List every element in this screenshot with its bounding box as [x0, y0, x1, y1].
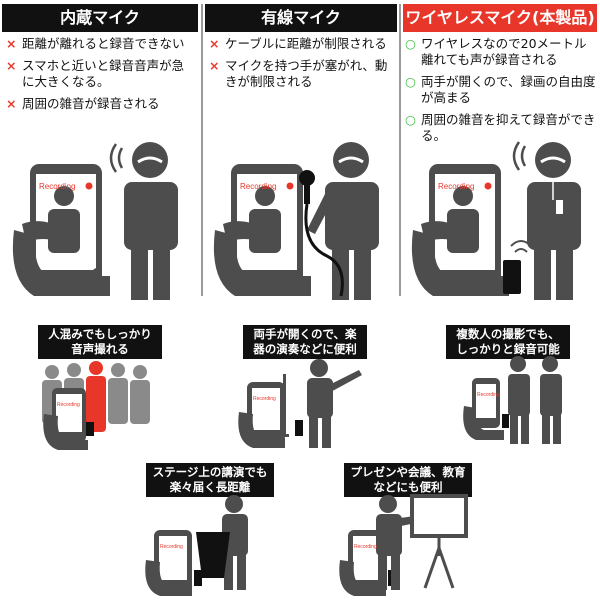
- cross-icon: ×: [6, 96, 17, 111]
- svg-text:Recording: Recording: [39, 182, 75, 191]
- column-header: 有線マイク: [205, 4, 397, 32]
- recording-label: Recording: [253, 396, 276, 402]
- presentation-scene-illustration: Recording: [339, 494, 468, 596]
- instrument-scene-illustration: Recording: [238, 359, 362, 448]
- recording-label: Recording: [57, 402, 80, 408]
- bullet-item: ×スマホと近いと録音音声が急に大きくなる。: [6, 58, 185, 89]
- column-divider: [201, 4, 203, 296]
- bullet-list: ×ケーブルに距離が制限される ×マイクを持つ手が塞がれ、動きが制限される: [209, 36, 397, 96]
- cross-icon: ×: [6, 36, 17, 51]
- recording-label: Recording: [160, 544, 183, 550]
- column-builtin-mic: 内蔵マイク ×距離が離れると録音できない ×スマホと近いと録音音声が急に大きくな…: [0, 0, 200, 300]
- bullet-item: ×ケーブルに距離が制限される: [209, 36, 387, 51]
- cross-icon: ×: [209, 36, 220, 51]
- multiple-people-scene-illustration: Recording: [463, 356, 562, 444]
- bullet-item: ○周囲の雑音を抑えて録音ができる。: [405, 112, 596, 143]
- recording-label: Recording: [240, 182, 294, 191]
- scene-caption: 人混みでもしっかり音声撮れる: [38, 325, 162, 359]
- stage-lecture-scene-illustration: Recording: [145, 495, 248, 596]
- circle-check-icon: ○: [405, 112, 416, 127]
- builtin-mic-illustration: Recording: [12, 142, 178, 300]
- bullet-item: ×距離が離れると録音できない: [6, 36, 185, 51]
- wireless-mic-illustration: Recording: [411, 141, 581, 300]
- scene-caption: 複数人の撮影でも、しっかりと録音可能: [446, 325, 570, 359]
- wired-mic-illustration: Recording: [213, 142, 379, 300]
- circle-check-icon: ○: [405, 36, 416, 51]
- scene-caption: ステージ上の講演でも楽々届く長距離: [146, 463, 274, 497]
- crowd-scene-illustration: Recording: [42, 361, 150, 450]
- bullet-item: ×マイクを持つ手が塞がれ、動きが制限される: [209, 58, 388, 89]
- column-wireless-mic: ワイヤレスマイク(本製品) ○ワイヤレスなので20メートル離れても声が録音される…: [401, 0, 600, 300]
- column-header: 内蔵マイク: [2, 4, 198, 32]
- recording-label: Recording: [438, 182, 492, 191]
- bullet-list: ○ワイヤレスなので20メートル離れても声が録音される ○両手が開くので、録画の自…: [405, 36, 598, 150]
- scene-caption: プレゼンや会議、教育などにも便利: [344, 463, 472, 497]
- recording-label: Recording: [39, 182, 93, 191]
- cross-icon: ×: [209, 58, 220, 73]
- bullet-item: ○ワイヤレスなので20メートル離れても声が録音される: [405, 36, 587, 67]
- svg-text:Recording: Recording: [438, 182, 474, 191]
- recording-label: Recording: [477, 392, 500, 398]
- column-header: ワイヤレスマイク(本製品): [403, 4, 597, 32]
- svg-text:Recording: Recording: [240, 182, 276, 191]
- circle-check-icon: ○: [405, 74, 416, 89]
- cross-icon: ×: [6, 58, 17, 73]
- column-wired-mic: 有線マイク ×ケーブルに距離が制限される ×マイクを持つ手が塞がれ、動きが制限さ…: [203, 0, 399, 300]
- scene-caption: 両手が開くので、楽器の演奏などに便利: [243, 325, 367, 359]
- bullet-item: ×周囲の雑音が録音される: [6, 96, 160, 111]
- column-divider: [399, 4, 401, 296]
- bullet-list: ×距離が離れると録音できない ×スマホと近いと録音音声が急に大きくなる。 ×周囲…: [6, 36, 196, 118]
- bullet-item: ○両手が開くので、録画の自由度が高まる: [405, 74, 596, 105]
- recording-label: Recording: [354, 544, 377, 550]
